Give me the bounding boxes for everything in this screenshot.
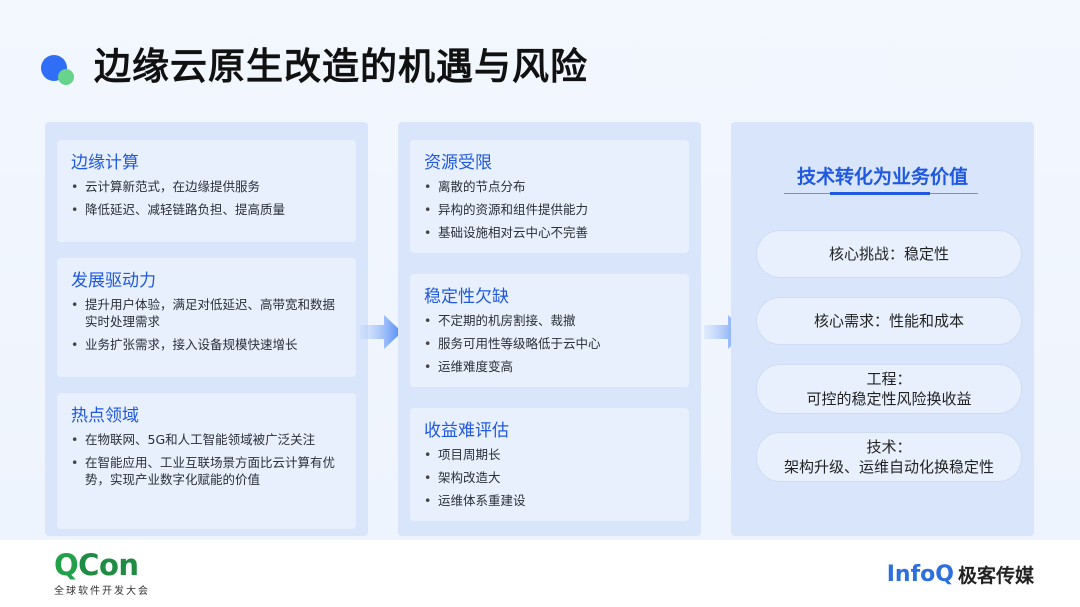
pill-technology: 技术： 架构升级、运维自动化换稳定性 (756, 432, 1022, 482)
arrow-right-icon (360, 315, 402, 349)
list-item: 业务扩张需求，接入设备规模快速增长 (71, 336, 346, 353)
pill-line: 架构升级、运维自动化换稳定性 (783, 458, 994, 476)
list-item: 服务可用性等级略低于云中心 (424, 335, 679, 352)
qcon-wordmark: QCon (54, 548, 139, 582)
pill-line: 工程： (866, 370, 912, 388)
list-item: 云计算新范式，在边缘提供服务 (71, 178, 346, 195)
card-edge-computing: 边缘计算 云计算新范式，在边缘提供服务 降低延迟、减轻链路负担、提高质量 (57, 140, 356, 242)
pill-line: 核心需求：性能和成本 (813, 312, 964, 330)
list-item: 提升用户体验，满足对低延迟、高带宽和数据实时处理需求 (71, 296, 346, 330)
pill-line: 技术： (866, 438, 912, 456)
title-bullet-accent-dot-icon (58, 69, 74, 85)
bullet-list: 提升用户体验，满足对低延迟、高带宽和数据实时处理需求 业务扩张需求，接入设备规模… (71, 296, 346, 359)
card-stability-lacking: 稳定性欠缺 不定期的机房割接、裁撤 服务可用性等级略低于云中心 运维难度变高 (410, 274, 689, 387)
list-item: 基础设施相对云中心不完善 (424, 224, 679, 241)
value-title: 技术转化为业务价值 (796, 166, 968, 188)
list-item: 异构的资源和组件提供能力 (424, 201, 679, 218)
page-title: 边缘云原生改造的机遇与风险 (94, 45, 588, 88)
list-item: 离散的节点分布 (424, 178, 679, 195)
list-item: 在智能应用、工业互联场景方面比云计算有优势，实现产业数字化赋能的价值 (71, 454, 346, 488)
card-title: 收益难评估 (424, 421, 509, 441)
bullet-list: 云计算新范式，在边缘提供服务 降低延迟、减轻链路负担、提高质量 (71, 178, 346, 224)
column-risks: 资源受限 离散的节点分布 异构的资源和组件提供能力 基础设施相对云中心不完善 稳… (398, 122, 701, 536)
column-opportunities: 边缘计算 云计算新范式，在边缘提供服务 降低延迟、减轻链路负担、提高质量 发展驱… (45, 122, 368, 536)
infoq-chinese-name: 极客传媒 (957, 565, 1034, 587)
list-item: 运维体系重建设 (424, 492, 679, 509)
list-item: 项目周期长 (424, 446, 679, 463)
title-underline-accent (830, 192, 930, 195)
bullet-list: 离散的节点分布 异构的资源和组件提供能力 基础设施相对云中心不完善 (424, 178, 679, 247)
pill-core-challenge: 核心挑战：稳定性 (756, 230, 1022, 278)
card-hot-areas: 热点领域 在物联网、5G和人工智能领域被广泛关注 在智能应用、工业互联场景方面比… (57, 393, 356, 529)
card-title: 边缘计算 (71, 153, 139, 173)
list-item: 在物联网、5G和人工智能领域被广泛关注 (71, 431, 346, 448)
pill-line: 可控的稳定性风险换收益 (806, 390, 972, 408)
bullet-list: 不定期的机房割接、裁撤 服务可用性等级略低于云中心 运维难度变高 (424, 312, 679, 381)
qcon-logo: QCon 全球软件开发大会 (54, 549, 150, 597)
infoq-logo: InfoQ 极客传媒 (887, 561, 1034, 588)
card-title: 稳定性欠缺 (424, 287, 509, 307)
pill-line: 核心挑战：稳定性 (828, 245, 949, 263)
footer-bar (0, 540, 1080, 607)
list-item: 架构改造大 (424, 469, 679, 486)
list-item: 降低延迟、减轻链路负担、提高质量 (71, 201, 346, 218)
card-title: 资源受限 (424, 153, 492, 173)
card-title: 发展驱动力 (71, 271, 156, 291)
bullet-list: 在物联网、5G和人工智能领域被广泛关注 在智能应用、工业互联场景方面比云计算有优… (71, 431, 346, 494)
list-item: 不定期的机房割接、裁撤 (424, 312, 679, 329)
pill-core-demand: 核心需求：性能和成本 (756, 297, 1022, 345)
card-benefit-evaluation: 收益难评估 项目周期长 架构改造大 运维体系重建设 (410, 408, 689, 521)
infoq-wordmark: InfoQ (886, 562, 954, 587)
qcon-subtitle: 全球软件开发大会 (54, 586, 150, 597)
card-resource-limits: 资源受限 离散的节点分布 异构的资源和组件提供能力 基础设施相对云中心不完善 (410, 140, 689, 253)
list-item: 运维难度变高 (424, 358, 679, 375)
card-driving-forces: 发展驱动力 提升用户体验，满足对低延迟、高带宽和数据实时处理需求 业务扩张需求，… (57, 258, 356, 377)
pill-engineering: 工程： 可控的稳定性风险换收益 (756, 364, 1022, 414)
card-title: 热点领域 (71, 406, 139, 426)
bullet-list: 项目周期长 架构改造大 运维体系重建设 (424, 446, 679, 515)
